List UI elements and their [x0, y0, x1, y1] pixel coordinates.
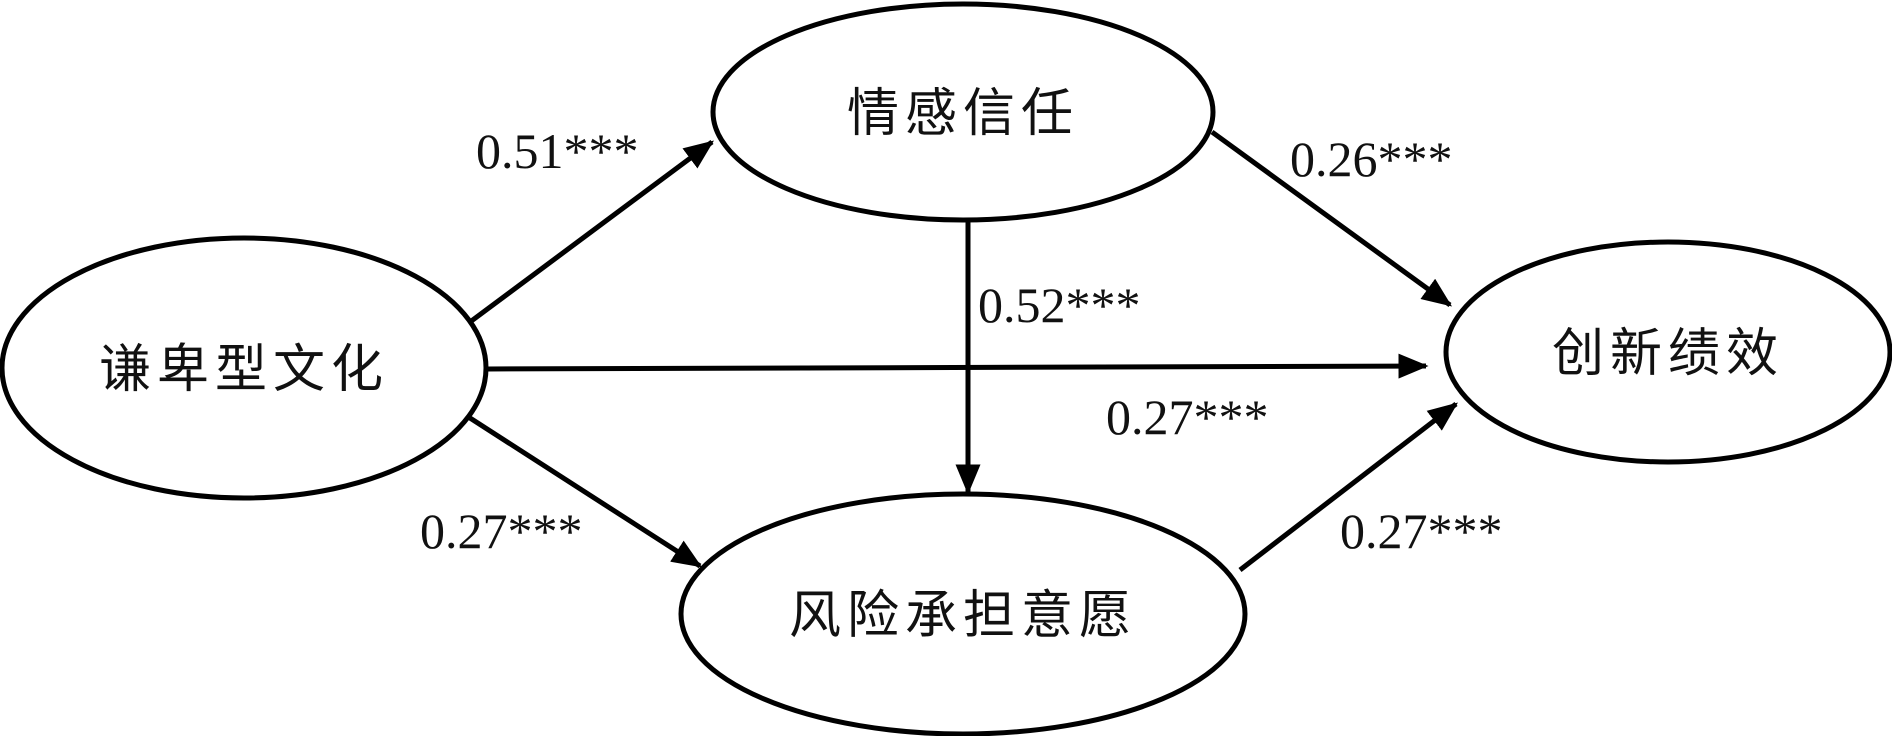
node-humble-culture-label: 谦卑型文化 [99, 340, 389, 400]
edge-risk-to-performance [1238, 402, 1458, 572]
edge-trust-to-performance [1210, 129, 1453, 308]
node-innovation-performance: 创新绩效 [1443, 239, 1892, 465]
node-innovation-performance-label: 创新绩效 [1552, 324, 1784, 384]
node-affective-trust: 情感信任 [710, 1, 1216, 223]
coef-culture-to-trust: 0.51*** [476, 123, 639, 179]
edge-culture-to-performance [487, 353, 1429, 379]
node-affective-trust-label: 情感信任 [847, 84, 1079, 144]
node-risk-taking: 风险承担意愿 [678, 491, 1248, 736]
node-risk-taking-label: 风险承担意愿 [789, 586, 1137, 646]
node-humble-culture: 谦卑型文化 [0, 235, 489, 501]
coef-culture-to-performance: 0.27*** [1106, 389, 1269, 445]
coef-culture-to-risk: 0.27*** [420, 503, 583, 559]
edge-culture-to-trust [468, 139, 715, 325]
coef-risk-to-performance: 0.27*** [1340, 503, 1503, 559]
coef-trust-to-performance: 0.26*** [1290, 131, 1453, 187]
coef-trust-to-risk: 0.52*** [978, 277, 1141, 333]
edge-culture-to-risk [468, 415, 703, 569]
